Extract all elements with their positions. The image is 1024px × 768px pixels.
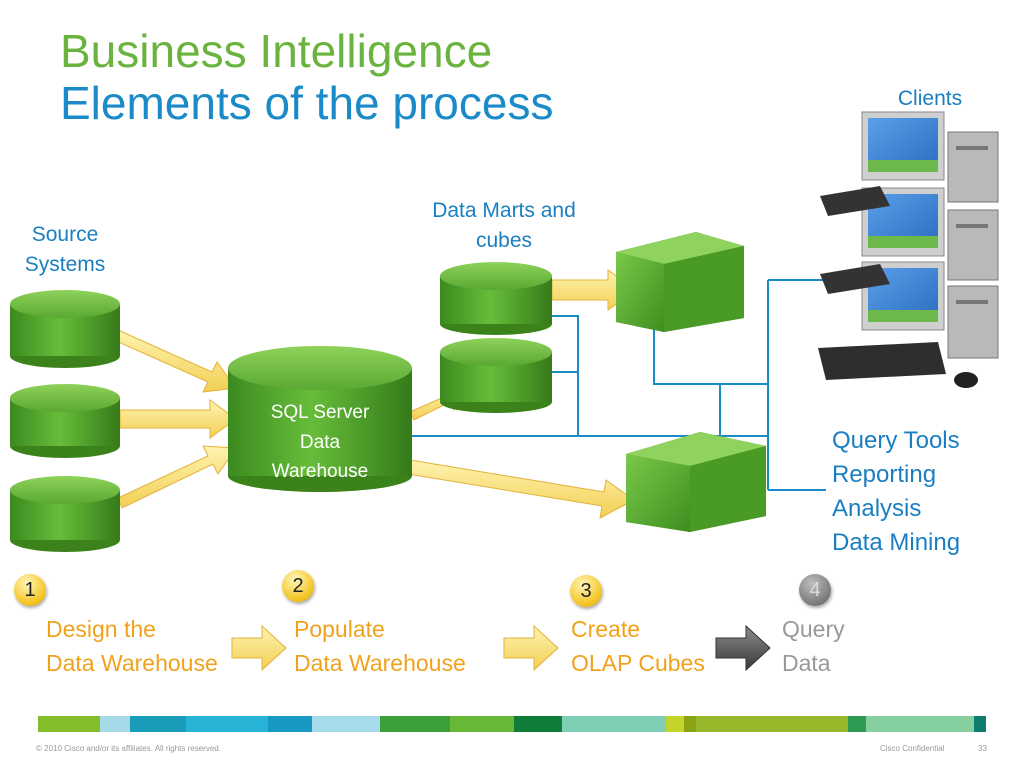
page-subtitle: Elements of the process [60,77,554,129]
footer-copyright: © 2010 Cisco and/or its affiliates. All … [36,744,221,753]
step-1-line1: Design the [46,616,156,642]
source-database-3 [10,476,120,552]
data-mart-database-2 [440,338,552,413]
data-marts-label: Data Marts and cubes [432,199,576,252]
source-systems-label: Source Systems [24,223,106,276]
olap-cube-2 [626,432,766,532]
step-2-text: Populate Data Warehouse [294,612,466,680]
footer-color-bar [38,716,986,732]
warehouse-label-line3: Warehouse [272,461,368,482]
step-4-text: Query Data [782,612,845,680]
tool-query-tools: Query Tools [832,427,960,454]
tool-data-mining: Data Mining [832,529,961,556]
step-3-line2: OLAP Cubes [571,650,705,676]
step-2-line2: Data Warehouse [294,650,466,676]
client-tower-2 [947,209,999,281]
footer-confidential: Cisco Confidential [880,744,945,753]
footer-page-number: 33 [978,744,987,753]
step-2-badge: 2 [282,570,314,602]
client-keyboard-3 [818,342,946,380]
step-2-line1: Populate [294,616,385,642]
connector-lines [412,279,826,491]
data-mart-database-1 [440,262,552,335]
tool-reporting: Reporting [832,461,937,488]
step-1-text: Design the Data Warehouse [46,612,218,680]
source-database-1 [10,290,120,368]
data-warehouse-database: SQL Server Data Warehouse [228,346,412,492]
step-3-line1: Create [571,616,641,642]
client-tower-3 [947,285,999,359]
client-tools-list: Query Tools Reporting Analysis Data Mini… [832,424,960,560]
step-arrow-3 [715,624,771,672]
step-3-badge: 3 [570,575,602,607]
source-database-2 [10,384,120,458]
olap-cube-1 [616,232,744,332]
step-1-line2: Data Warehouse [46,650,218,676]
step-1-badge: 1 [14,574,46,606]
client-computers [818,111,999,388]
step-arrow-2 [503,624,559,672]
load-arrows [113,269,637,519]
step-4-line2: Data [782,650,831,676]
step-arrow-1 [231,624,287,672]
page-title: Business Intelligence [60,25,493,77]
step-4-line1: Query [782,616,845,642]
client-monitor-1 [861,111,945,181]
step-4-badge: 4 [799,574,831,606]
clients-label: Clients [897,87,963,110]
tool-analysis: Analysis [832,495,922,522]
client-tower-1 [947,131,999,203]
step-3-text: Create OLAP Cubes [571,612,705,680]
client-keyboard-1 [820,186,890,216]
step-arrows [231,624,771,672]
client-mouse [954,372,978,388]
warehouse-label-line1: SQL Server [271,402,370,423]
client-monitor-2 [861,187,945,257]
warehouse-label-line2: Data [300,432,341,453]
client-keyboard-2 [820,264,890,294]
